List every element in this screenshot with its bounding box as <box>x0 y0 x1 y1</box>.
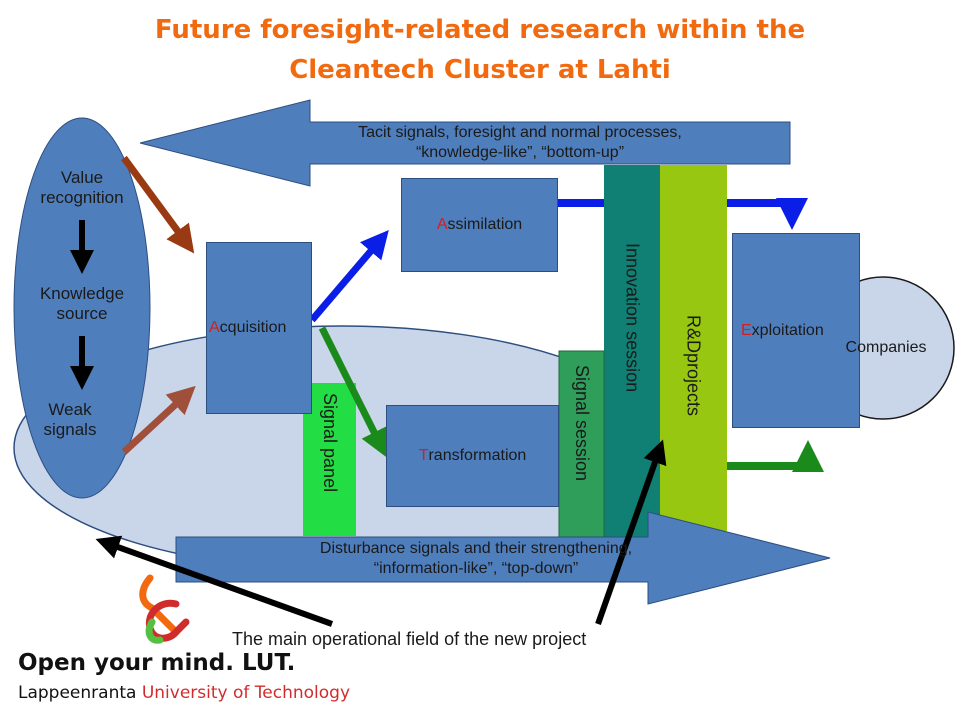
value-recognition-label: Value recognition <box>40 168 124 207</box>
companies-label: Companies <box>845 339 927 356</box>
value-chain-ellipse <box>13 117 151 499</box>
top-arrow-line-1: Tacit signals, foresight and normal proc… <box>358 124 682 141</box>
blue-arrow-to-exploitation <box>727 198 808 230</box>
rd-projects-bar <box>660 165 727 531</box>
signal-session-label: Signal session <box>572 365 592 482</box>
innovation-session-label: Innovation session <box>622 243 643 393</box>
acquisition-label: cquisition <box>219 319 287 336</box>
main-field-caption: The main operational field of the new pr… <box>232 629 587 649</box>
signal-panel-label: Signal panel <box>320 393 340 493</box>
acquisition-initial: A <box>209 319 220 336</box>
top-arrow-line-2: “knowledge-like”, “bottom-up” <box>415 144 625 161</box>
exploitation-label: xploitation <box>751 321 824 339</box>
lut-logo-icon <box>139 574 190 644</box>
logo-slogan: Open your mind. LUT. <box>18 650 296 676</box>
rd-projects-line-1: R&D <box>683 315 704 354</box>
weak-signals-label: Weak signals <box>43 400 97 439</box>
transformation-initial: T <box>418 447 429 464</box>
brown-arrow-value-to-acquisition <box>121 155 195 254</box>
pointer-arrow-to-bars <box>595 439 667 625</box>
bottom-arrow-line-2: “information-like”, “top-down” <box>373 560 579 577</box>
bottom-arrow-label: Disturbance signals and their strengthen… <box>176 539 776 579</box>
top-arrow-label: Tacit signals, foresight and normal proc… <box>250 123 790 163</box>
logo-university-part1: Lappeenranta <box>18 683 142 703</box>
exploitation-initial: E <box>741 321 752 339</box>
assimilation-label: ssimilation <box>447 216 523 233</box>
green-arrow-acquisition-to-transformation <box>318 326 387 458</box>
title-line-1: Future foresight-related research within… <box>154 15 806 45</box>
blue-arrow-acquisition-to-assimilation <box>309 230 389 323</box>
pointer-arrow-to-field <box>95 535 334 627</box>
rd-projects-line-2: projects <box>683 353 704 417</box>
bottom-arrow-line-1: Disturbance signals and their strengthen… <box>319 540 633 557</box>
knowledge-source-label: Knowledge source <box>39 284 125 323</box>
logo-university-part2: University of Technology <box>141 683 351 703</box>
green-arrow-from-exploitation <box>727 440 824 472</box>
page-title: Future foresight-related research within… <box>0 10 960 90</box>
transformation-label: ransformation <box>428 447 527 464</box>
top-arrow-shape <box>139 99 791 187</box>
brown-arrow-weak-to-acquisition <box>121 385 196 455</box>
assimilation-initial: A <box>436 216 448 233</box>
logo-university-name: Lappeenranta University of Technology <box>18 683 350 703</box>
bottom-arrow-shape <box>175 511 831 605</box>
title-line-2: Cleantech Cluster at Lahti <box>289 55 671 85</box>
rd-projects-label: R&D projects <box>656 165 731 416</box>
